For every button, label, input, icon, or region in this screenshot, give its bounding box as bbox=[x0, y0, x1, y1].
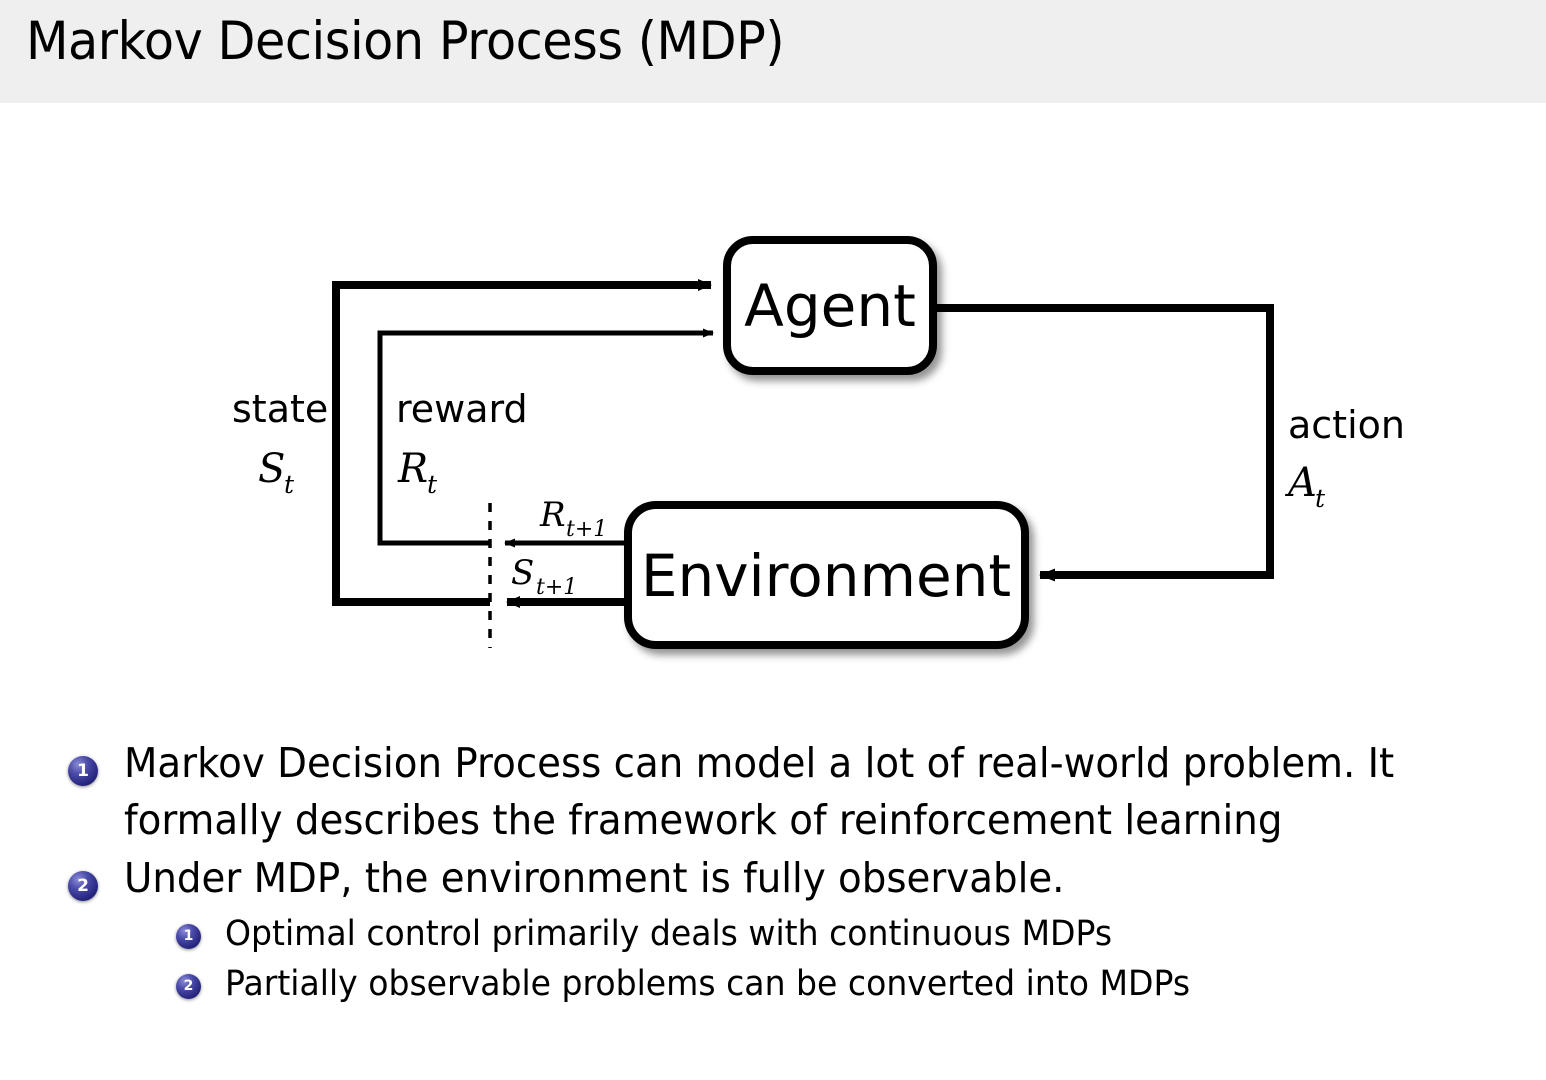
sub-bullet-text-2: Partially observable problems can be con… bbox=[225, 963, 1191, 1004]
label-reward-subscript: t bbox=[427, 470, 438, 499]
label-state-next-symbol: S bbox=[511, 553, 534, 593]
label-reward-next-symbol: R bbox=[539, 495, 566, 535]
sub-bullet-badge-1: 1 bbox=[176, 923, 201, 949]
bullet-text-2: Under MDP, the environment is fully obse… bbox=[124, 854, 1065, 903]
label-state-next-subscript: t+1 bbox=[536, 575, 577, 600]
page-title: Markov Decision Process (MDP) bbox=[26, 11, 785, 72]
slide-header-bar bbox=[0, 0, 1546, 103]
node-agent[interactable]: Agent bbox=[723, 236, 937, 375]
label-state-symbol: S bbox=[258, 446, 285, 492]
edge-reward-loop bbox=[377, 328, 714, 546]
label-reward: reward R t bbox=[396, 387, 528, 499]
label-state: state S t bbox=[232, 387, 328, 499]
list-item[interactable]: 2 Under MDP, the environment is fully ob… bbox=[0, 850, 1546, 907]
sub-bullet-badge-2: 2 bbox=[176, 973, 201, 999]
label-state-word: state bbox=[232, 387, 328, 431]
bullet-badge-2: 2 bbox=[68, 871, 98, 902]
bullet-badge-1: 1 bbox=[68, 756, 98, 786]
label-reward-next-subscript: t+1 bbox=[566, 517, 607, 542]
mdp-interaction-diagram: Agent Environment state S t reward R t a… bbox=[0, 103, 1546, 723]
list-item[interactable]: 2 Partially observable problems can be c… bbox=[0, 959, 1546, 1009]
list-item[interactable]: 1 Markov Decision Process can model a lo… bbox=[0, 735, 1546, 848]
list-item[interactable]: 1 Optimal control primarily deals with c… bbox=[0, 909, 1546, 959]
label-reward-next: R t+1 bbox=[539, 495, 607, 542]
label-action: action A t bbox=[1284, 403, 1405, 513]
node-environment[interactable]: Environment bbox=[624, 501, 1029, 649]
label-reward-word: reward bbox=[396, 387, 528, 431]
bullet-list: 1 Markov Decision Process can model a lo… bbox=[0, 735, 1546, 1009]
label-action-subscript: t bbox=[1315, 484, 1326, 513]
label-state-subscript: t bbox=[284, 470, 295, 499]
label-reward-symbol: R bbox=[397, 446, 428, 492]
label-action-word: action bbox=[1288, 403, 1405, 447]
sub-bullet-text-1: Optimal control primarily deals with con… bbox=[225, 913, 1113, 954]
edge-action bbox=[933, 304, 1274, 582]
label-action-symbol: A bbox=[1284, 460, 1317, 506]
bullet-text-1: Markov Decision Process can model a lot … bbox=[124, 739, 1395, 844]
label-state-next: S t+1 bbox=[511, 553, 577, 600]
edge-state-loop bbox=[332, 279, 712, 606]
node-agent-label: Agent bbox=[744, 272, 916, 340]
node-environment-label: Environment bbox=[641, 542, 1011, 610]
